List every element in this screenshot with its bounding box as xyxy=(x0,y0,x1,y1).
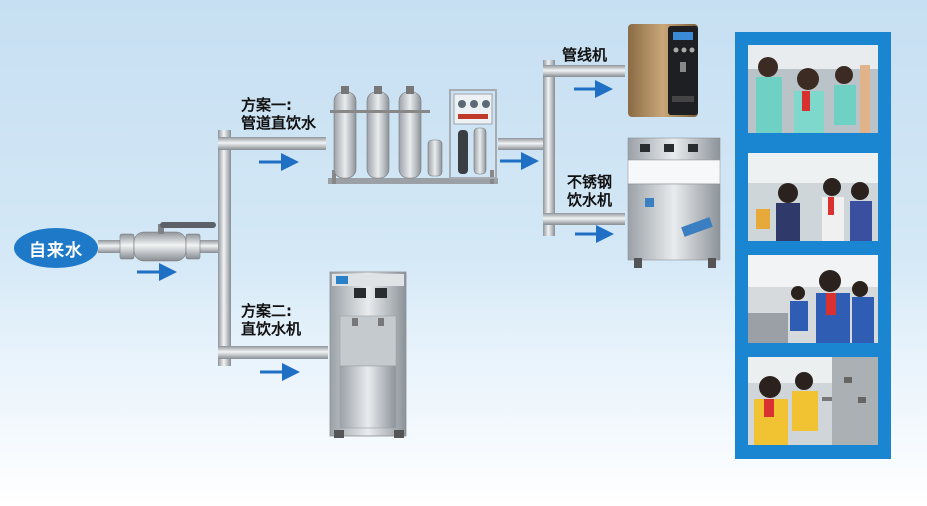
plan1-title: 方案一: xyxy=(241,96,292,114)
valve xyxy=(119,222,216,262)
plan1-pipe xyxy=(218,137,326,150)
tap-water-label: 自来水 xyxy=(29,240,83,261)
tap-water-badge: 自来水 xyxy=(14,228,98,268)
top-output-pipe xyxy=(543,65,625,77)
plan2-name: 直饮水机 xyxy=(241,320,302,338)
pipeline-machine-label: 管线机 xyxy=(562,46,607,64)
trunk-pipe xyxy=(218,130,231,366)
flow-arrows xyxy=(137,80,614,381)
steel-machine-line2: 饮水机 xyxy=(567,191,613,209)
plan1-name: 管道直饮水 xyxy=(241,114,317,132)
students-drinking-photo-1 xyxy=(748,45,878,133)
bottom-output-pipe xyxy=(543,213,625,225)
steel-machine-line1: 不锈钢 xyxy=(567,173,613,191)
pipeline-machine-image xyxy=(628,24,698,117)
photo-2 xyxy=(748,153,878,241)
plan1-label: 方案一: 管道直饮水 xyxy=(241,96,316,132)
photo-3 xyxy=(748,255,878,343)
stainless-machine-image xyxy=(627,137,721,268)
photo-4 xyxy=(748,357,878,445)
plan2-label: 方案二: 直饮水机 xyxy=(241,302,301,338)
filtration-system-image xyxy=(328,86,498,184)
plan2-pipe xyxy=(218,346,328,359)
plan2-title: 方案二: xyxy=(241,302,292,320)
right-trunk-pipe xyxy=(543,60,555,236)
students-drinking-photo-3 xyxy=(748,255,878,343)
students-drinking-photo-4 xyxy=(748,357,878,445)
pipeline-machine-text: 管线机 xyxy=(562,46,608,64)
direct-drinking-machine-image xyxy=(329,271,407,438)
steel-machine-label: 不锈钢 饮水机 xyxy=(567,173,612,209)
students-drinking-photo-2 xyxy=(748,153,878,241)
photo-1 xyxy=(748,45,878,133)
filter-out-pipe xyxy=(498,138,550,150)
